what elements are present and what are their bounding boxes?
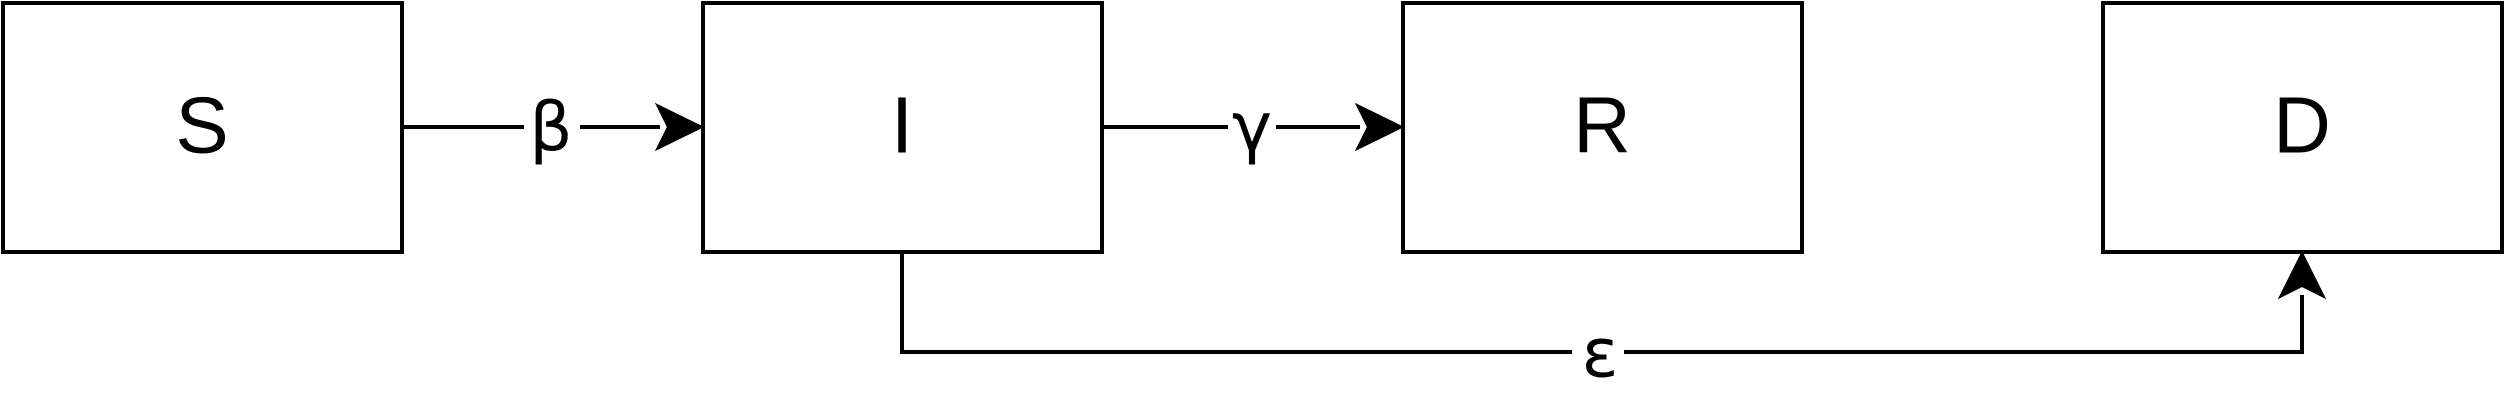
edge-i-to-d-arrowhead xyxy=(2277,250,2327,300)
edge-i-to-d-label: ε xyxy=(1582,315,1619,394)
edge-s-to-i-label: β xyxy=(529,89,572,168)
node-d-label: D xyxy=(2273,81,2331,170)
node-s-box xyxy=(1,1,404,254)
edge-i-to-r-arrowhead xyxy=(1354,102,1405,152)
node-s-label: S xyxy=(175,81,228,170)
edge-i-to-r[interactable]: γ xyxy=(1102,85,1405,175)
node-i-box xyxy=(701,1,1104,254)
edge-s-to-i[interactable]: β xyxy=(402,85,705,175)
node-i[interactable]: I xyxy=(701,1,1104,254)
node-d-box xyxy=(2101,1,2504,254)
node-i-label: I xyxy=(891,81,913,170)
node-s[interactable]: S xyxy=(1,1,404,254)
node-d[interactable]: D xyxy=(2101,1,2504,254)
edge-i-to-r-label-bg xyxy=(1228,85,1276,175)
edge-i-to-d[interactable]: ε xyxy=(900,250,2327,394)
node-r-box xyxy=(1401,1,1804,254)
edge-i-to-r-label: γ xyxy=(1232,89,1272,168)
node-r-label: R xyxy=(1573,81,1631,170)
edge-i-to-d-label-bg xyxy=(1572,320,1624,386)
edge-s-to-i-label-bg xyxy=(524,85,580,175)
node-r[interactable]: R xyxy=(1401,1,1804,254)
edge-s-to-i-arrowhead xyxy=(654,102,705,152)
